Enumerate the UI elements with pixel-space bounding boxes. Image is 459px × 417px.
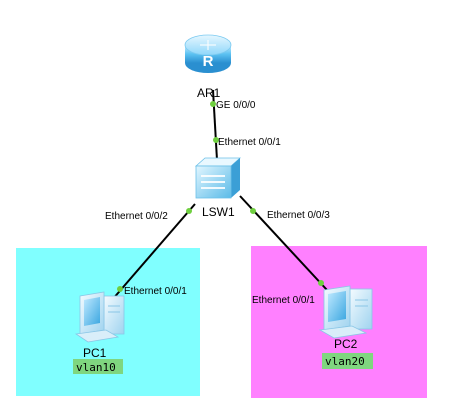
svg-text:R: R <box>203 53 214 70</box>
port-dot-lsw1-e1 <box>213 137 219 143</box>
port-label-ar1-ge: GE 0/0/0 <box>216 100 256 111</box>
port-label-pc1-e1: Ethernet 0/0/1 <box>124 286 187 297</box>
port-dot-lsw1-e3 <box>250 208 256 214</box>
port-dot-pc2-e1 <box>318 280 324 286</box>
router-ar1[interactable]: R AR1 <box>184 34 232 100</box>
switch-icon <box>194 157 242 199</box>
switch-lsw1[interactable]: LSW1 <box>194 157 242 219</box>
port-dot-pc1-e1 <box>117 286 123 292</box>
pc2[interactable]: PC2 vlan20 <box>318 285 373 369</box>
port-label-lsw1-e1: Ethernet 0/0/1 <box>218 137 281 148</box>
switch-label: LSW1 <box>202 205 235 219</box>
router-label: AR1 <box>197 86 221 100</box>
vlan10-badge <box>73 359 123 374</box>
link-lsw1-pc1[interactable] <box>111 203 196 301</box>
port-label-lsw1-e2: Ethernet 0/0/2 <box>105 211 168 222</box>
router-icon: R <box>184 34 232 73</box>
pc-icon <box>318 285 373 339</box>
port-dot-ar1-ge <box>210 101 216 107</box>
vlan10-label: vlan10 <box>76 361 116 374</box>
pc1-label: PC1 <box>83 346 107 360</box>
vlan20-badge <box>322 353 373 369</box>
vlan20-label: vlan20 <box>325 355 365 368</box>
port-label-lsw1-e3: Ethernet 0/0/3 <box>267 210 330 221</box>
pc-icon <box>74 291 125 343</box>
port-dot-lsw1-e2 <box>186 208 192 214</box>
pc1[interactable]: PC1 vlan10 <box>73 291 125 374</box>
pc2-label: PC2 <box>334 337 358 351</box>
port-label-pc2-e1: Ethernet 0/0/1 <box>252 295 315 306</box>
